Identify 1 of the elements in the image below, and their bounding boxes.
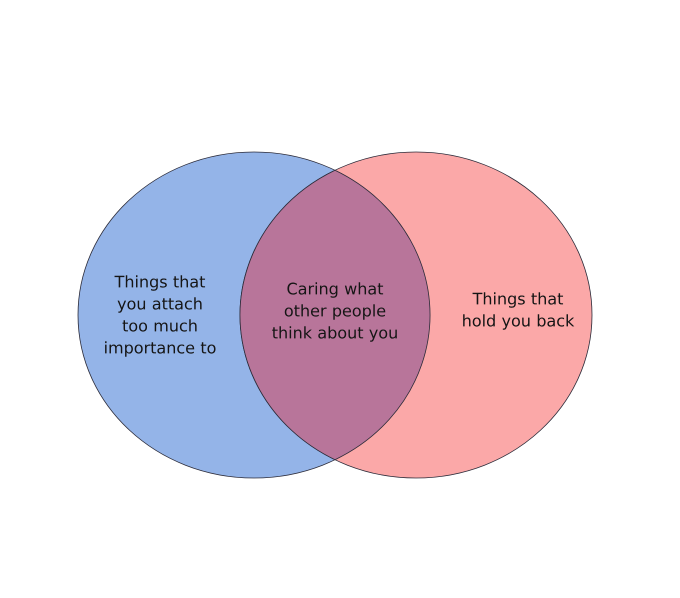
overlap-region: Caring what other people think about you: [240, 170, 430, 460]
